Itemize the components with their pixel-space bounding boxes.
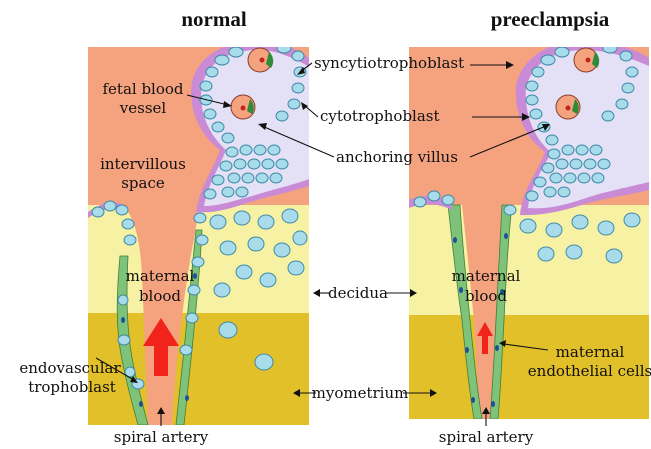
label-maternal-blood-left-line2: blood: [139, 287, 181, 305]
label-spiral-artery-right: spiral artery: [439, 428, 534, 446]
label-maternal-blood-left-line1: maternal: [126, 267, 195, 285]
label-intervillous-line1: intervillous: [100, 155, 186, 173]
label-intervillous-line2: space: [121, 174, 165, 192]
label-maternal-endothelial-line2: endothelial cells: [528, 362, 651, 380]
label-spiral-artery-left: spiral artery: [114, 428, 209, 446]
title-normal: normal: [181, 7, 246, 31]
label-endovascular-line2: trophoblast: [28, 378, 116, 396]
label-cytotrophoblast: cytotrophoblast: [320, 107, 440, 125]
label-anchoring-villus: anchoring villus: [336, 148, 458, 166]
label-maternal-endothelial-line1: maternal: [556, 343, 625, 361]
label-fetal-blood-vessel-line2: vessel: [119, 99, 167, 117]
label-maternal-blood-right-line1: maternal: [452, 267, 521, 285]
label-decidua: decidua: [328, 284, 388, 302]
title-preeclampsia: preeclampsia: [491, 7, 610, 31]
label-fetal-blood-vessel-line1: fetal blood: [102, 80, 183, 98]
label-maternal-blood-right-line2: blood: [465, 287, 507, 305]
left-fetal-vessel-2: [231, 95, 255, 119]
label-endovascular-line1: endovascular: [19, 359, 121, 377]
label-myometrium: myometrium: [312, 384, 409, 402]
right-fetal-vessel-2: [556, 95, 580, 119]
label-syncytiotrophoblast: syncytiotrophoblast: [314, 54, 464, 72]
